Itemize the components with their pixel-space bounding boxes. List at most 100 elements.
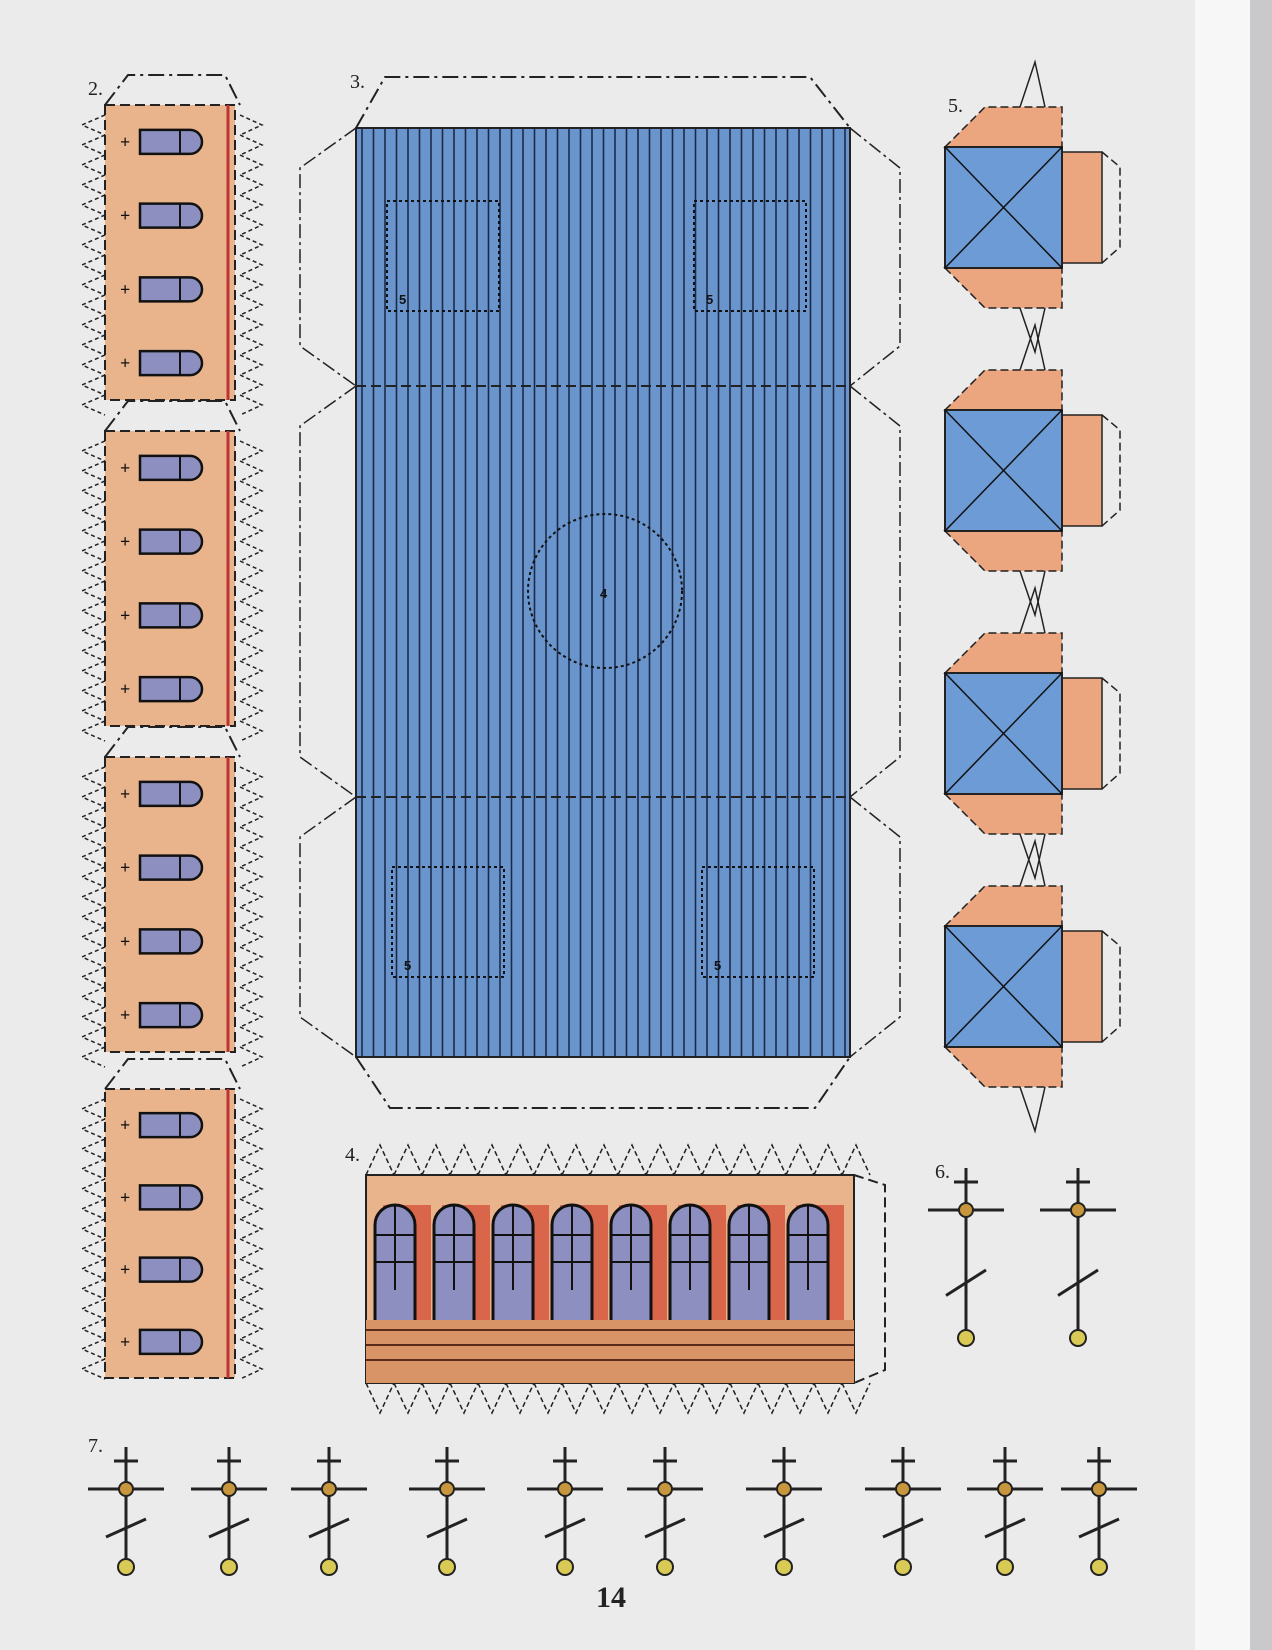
zigzag-tab xyxy=(80,766,106,788)
zigzag-tab xyxy=(239,214,264,236)
fold-line xyxy=(104,1088,236,1379)
zigzag-tab xyxy=(80,1218,106,1240)
zigzag-tab xyxy=(421,1143,451,1176)
cross-base xyxy=(220,1558,238,1576)
roof-outline xyxy=(355,127,851,1058)
zigzag-tab xyxy=(80,1198,106,1220)
zigzag-tab xyxy=(239,374,264,396)
zigzag-tab xyxy=(80,1178,106,1200)
roof-flap xyxy=(943,106,1063,148)
cross-center xyxy=(1091,1481,1107,1497)
cross-base xyxy=(1090,1558,1108,1576)
cross-bar-slant xyxy=(1057,1268,1099,1297)
zigzag-tab xyxy=(239,640,264,662)
cross-center xyxy=(439,1481,455,1497)
zigzag-tab xyxy=(239,1318,264,1340)
window-icon xyxy=(138,1001,204,1029)
drum-net xyxy=(943,585,1121,881)
zigzag-tab xyxy=(617,1382,647,1415)
placement-mark: 5 xyxy=(714,958,721,973)
glue-tab xyxy=(1101,930,1121,1043)
page-margin xyxy=(1195,0,1250,1650)
zigzag-tab xyxy=(80,580,106,602)
cross-icon xyxy=(88,1447,164,1576)
zigzag-tab xyxy=(239,114,264,136)
cross-center xyxy=(321,1481,337,1497)
zigzag-tab xyxy=(239,540,264,562)
zigzag-tab xyxy=(239,986,264,1008)
zigzag-tab xyxy=(393,1143,423,1176)
fold-diagonal xyxy=(944,146,1063,269)
zigzag-tab xyxy=(80,394,106,416)
zigzag-tab xyxy=(80,1318,106,1340)
zigzag-tab xyxy=(239,926,264,948)
zigzag-tab xyxy=(80,720,106,742)
zigzag-tab xyxy=(701,1143,731,1176)
zigzag-tab xyxy=(757,1143,787,1176)
crosses-part-7 xyxy=(88,1447,1137,1576)
plus-mark: + xyxy=(120,132,130,152)
zigzag-tab xyxy=(80,600,106,622)
glue-tab-top xyxy=(355,76,851,129)
zigzag-tab xyxy=(80,806,106,828)
zigzag-tab xyxy=(533,1382,563,1415)
zigzag-tab xyxy=(80,334,106,356)
window-icon xyxy=(138,128,204,156)
part-4-label: 4. xyxy=(345,1144,360,1166)
zigzag-tab xyxy=(80,314,106,336)
zigzag-tab xyxy=(449,1143,479,1176)
side-tab xyxy=(849,385,901,798)
zigzag-tab xyxy=(239,1178,264,1200)
side-tab xyxy=(849,796,901,1058)
plus-mark: + xyxy=(120,1115,130,1135)
zigzag-tab xyxy=(80,480,106,502)
part-3-label: 3. xyxy=(350,71,365,93)
zigzag-tab xyxy=(477,1382,507,1415)
zigzag-tab xyxy=(533,1143,563,1176)
side-tab xyxy=(849,127,901,387)
cross-base xyxy=(894,1558,912,1576)
zigzag-tab xyxy=(80,1006,106,1028)
part-6-label: 6. xyxy=(935,1161,950,1183)
zigzag-tab xyxy=(239,846,264,868)
drum-placement-square xyxy=(391,866,505,978)
cross-center xyxy=(895,1481,911,1497)
glue-tab-top xyxy=(104,726,241,758)
zigzag-tab xyxy=(239,720,264,742)
zigzag-tab xyxy=(80,560,106,582)
drum-placement-square xyxy=(386,200,500,312)
zigzag-tab xyxy=(617,1143,647,1176)
zigzag-tab xyxy=(80,986,106,1008)
zigzag-tab xyxy=(80,620,106,642)
zigzag-tab xyxy=(239,520,264,542)
cross-bar-slant xyxy=(544,1517,586,1539)
zigzag-tab xyxy=(239,274,264,296)
zigzag-tab xyxy=(239,660,264,682)
zigzag-tab xyxy=(80,1298,106,1320)
part-2-label: 2. xyxy=(88,78,103,100)
zigzag-tab xyxy=(80,154,106,176)
zigzag-tab xyxy=(239,194,264,216)
window-icon xyxy=(138,675,204,703)
roof-flap xyxy=(943,632,1063,674)
cross-base xyxy=(996,1558,1014,1576)
zigzag-tab xyxy=(645,1143,675,1176)
zigzag-tab xyxy=(80,926,106,948)
zigzag-tab xyxy=(80,214,106,236)
zigzag-tab xyxy=(239,580,264,602)
cross-bar-slant xyxy=(208,1517,250,1539)
zigzag-tab xyxy=(239,1358,264,1380)
plus-mark: + xyxy=(120,1332,130,1352)
zigzag-tab xyxy=(239,766,264,788)
window-icon xyxy=(138,1184,204,1211)
plus-mark: + xyxy=(120,931,130,951)
side-tab xyxy=(299,796,357,1058)
glue-tab xyxy=(1101,151,1121,264)
window-icon xyxy=(138,454,204,482)
placement-mark: 5 xyxy=(399,292,406,307)
cross-icon xyxy=(527,1447,603,1576)
zigzag-tab xyxy=(239,1046,264,1068)
window-icon xyxy=(138,602,204,629)
drum-net xyxy=(943,59,1121,355)
cross-center xyxy=(1070,1202,1086,1218)
